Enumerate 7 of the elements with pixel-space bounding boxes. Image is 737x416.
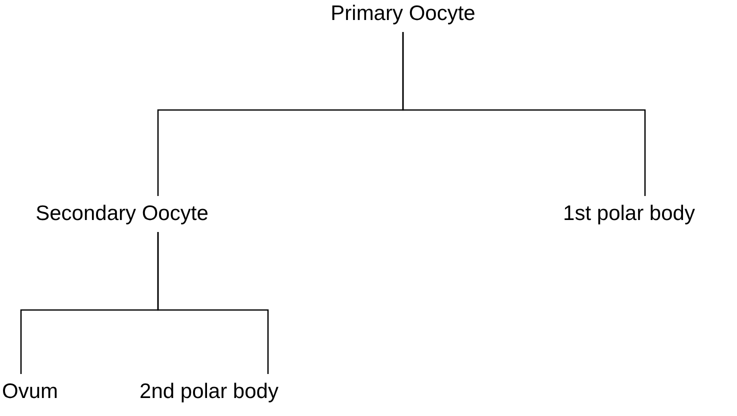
tree-label: 1st polar body — [563, 196, 695, 232]
connector-line — [402, 32, 646, 196]
tree-label: 2nd polar body — [140, 374, 278, 410]
connector-line — [157, 232, 269, 374]
tree-label: Primary Oocyte — [330, 0, 476, 32]
tree-label: Ovum — [2, 374, 58, 410]
tree-label: Secondary Oocyte — [36, 196, 208, 232]
